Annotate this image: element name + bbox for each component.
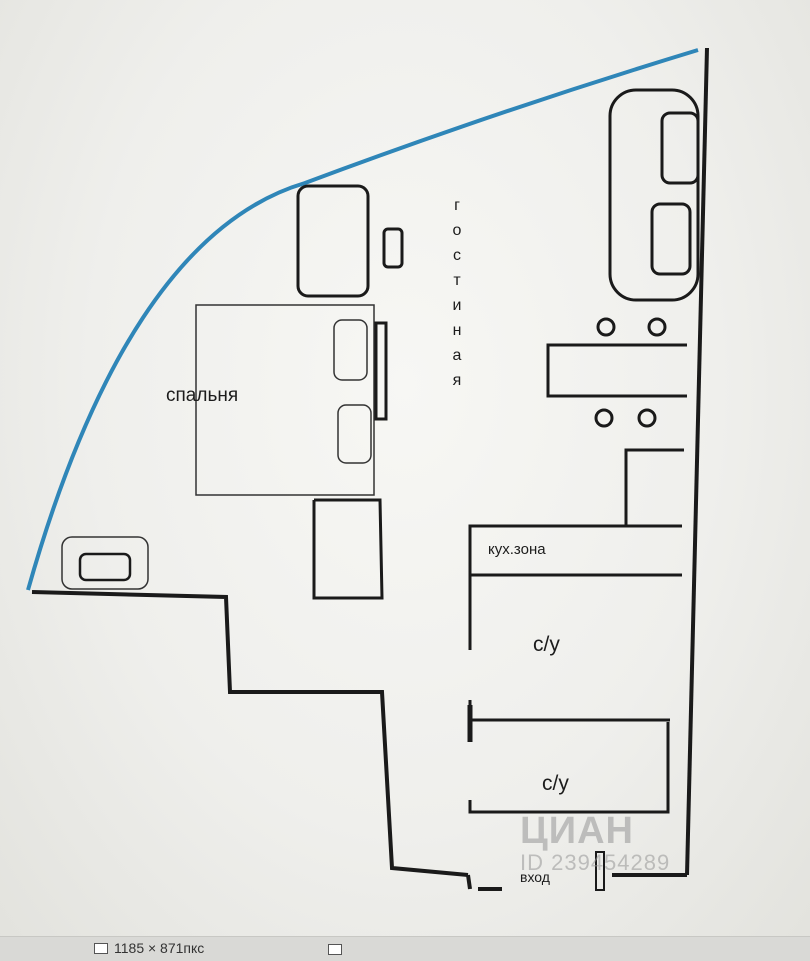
room-label-living-letter: а xyxy=(452,347,462,364)
bedroom xyxy=(195,304,375,496)
watermark-id: ID 239454289 xyxy=(520,850,671,875)
room-label-bathroom-2: с/у xyxy=(542,772,569,795)
room-label-living-letter: я xyxy=(452,372,462,389)
room-label-living-letter: и xyxy=(452,297,462,314)
status-bar xyxy=(0,936,810,961)
image-dimensions: 1185 × 871пкс xyxy=(94,940,204,956)
room-label-living-letter: о xyxy=(452,222,462,239)
room-label-kitchen: кух.зона xyxy=(488,541,546,558)
image-dimensions-text: 1185 × 871пкс xyxy=(114,940,205,956)
room-label-living-letter: т xyxy=(453,272,461,289)
watermark-logo: ЦИАН xyxy=(520,810,634,852)
room-label-living-letter: г xyxy=(454,197,460,214)
image-size-icon xyxy=(94,942,108,954)
room-label-entrance: вход xyxy=(520,869,550,885)
window-arc xyxy=(26,48,699,591)
room-label-living-letter: н xyxy=(452,322,462,339)
walls xyxy=(31,47,709,891)
room-label-bedroom: спальня xyxy=(166,385,239,406)
room-label-bathroom-1: с/у xyxy=(533,633,560,656)
file-icon xyxy=(328,944,342,955)
room-label-living-letter: с xyxy=(453,247,461,264)
